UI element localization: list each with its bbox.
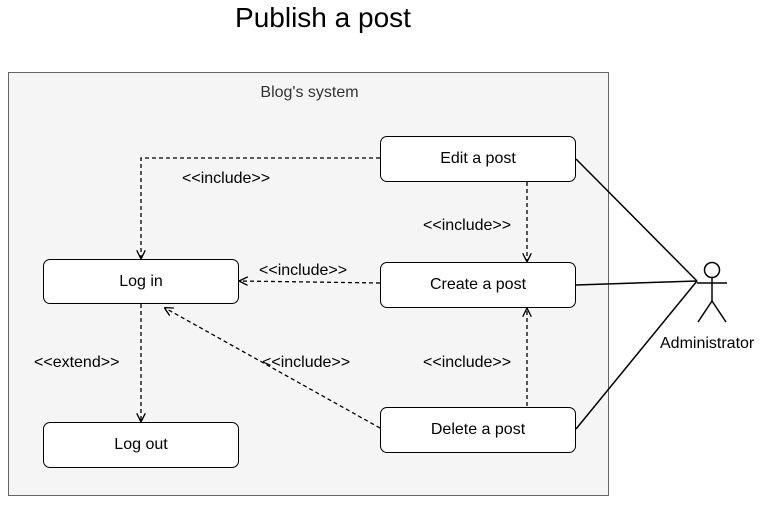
actor-name: Administrator [660, 335, 755, 352]
edge-delete-include-login [165, 308, 381, 429]
label-create-include-login: <<include>> [259, 262, 348, 279]
label-edit-include-login: <<include>> [182, 170, 271, 187]
edge-edit-include-login [141, 157, 380, 258]
label-edit-include-create: <<include>> [423, 217, 512, 234]
label-delete-include-create: <<include>> [423, 354, 512, 371]
system-label: Blog's system [260, 84, 359, 101]
usecase-edit-post[interactable]: Edit a post [380, 136, 576, 182]
usecase-log-in[interactable]: Log in [43, 259, 239, 304]
usecase-create-post[interactable]: Create a post [380, 262, 576, 308]
assoc-admin-create [575, 280, 698, 286]
assoc-admin-delete [575, 280, 698, 430]
label-login-extend-logout: <<extend>> [34, 354, 120, 371]
administrator-actor-icon [697, 261, 727, 323]
label-delete-include-login: <<include>> [262, 354, 351, 371]
assoc-admin-edit [575, 158, 698, 282]
edge-create-include-login [240, 281, 381, 283]
usecase-delete-post[interactable]: Delete a post [380, 407, 576, 453]
usecase-log-out[interactable]: Log out [43, 422, 239, 468]
diagram-title: Publish a post [235, 2, 411, 33]
